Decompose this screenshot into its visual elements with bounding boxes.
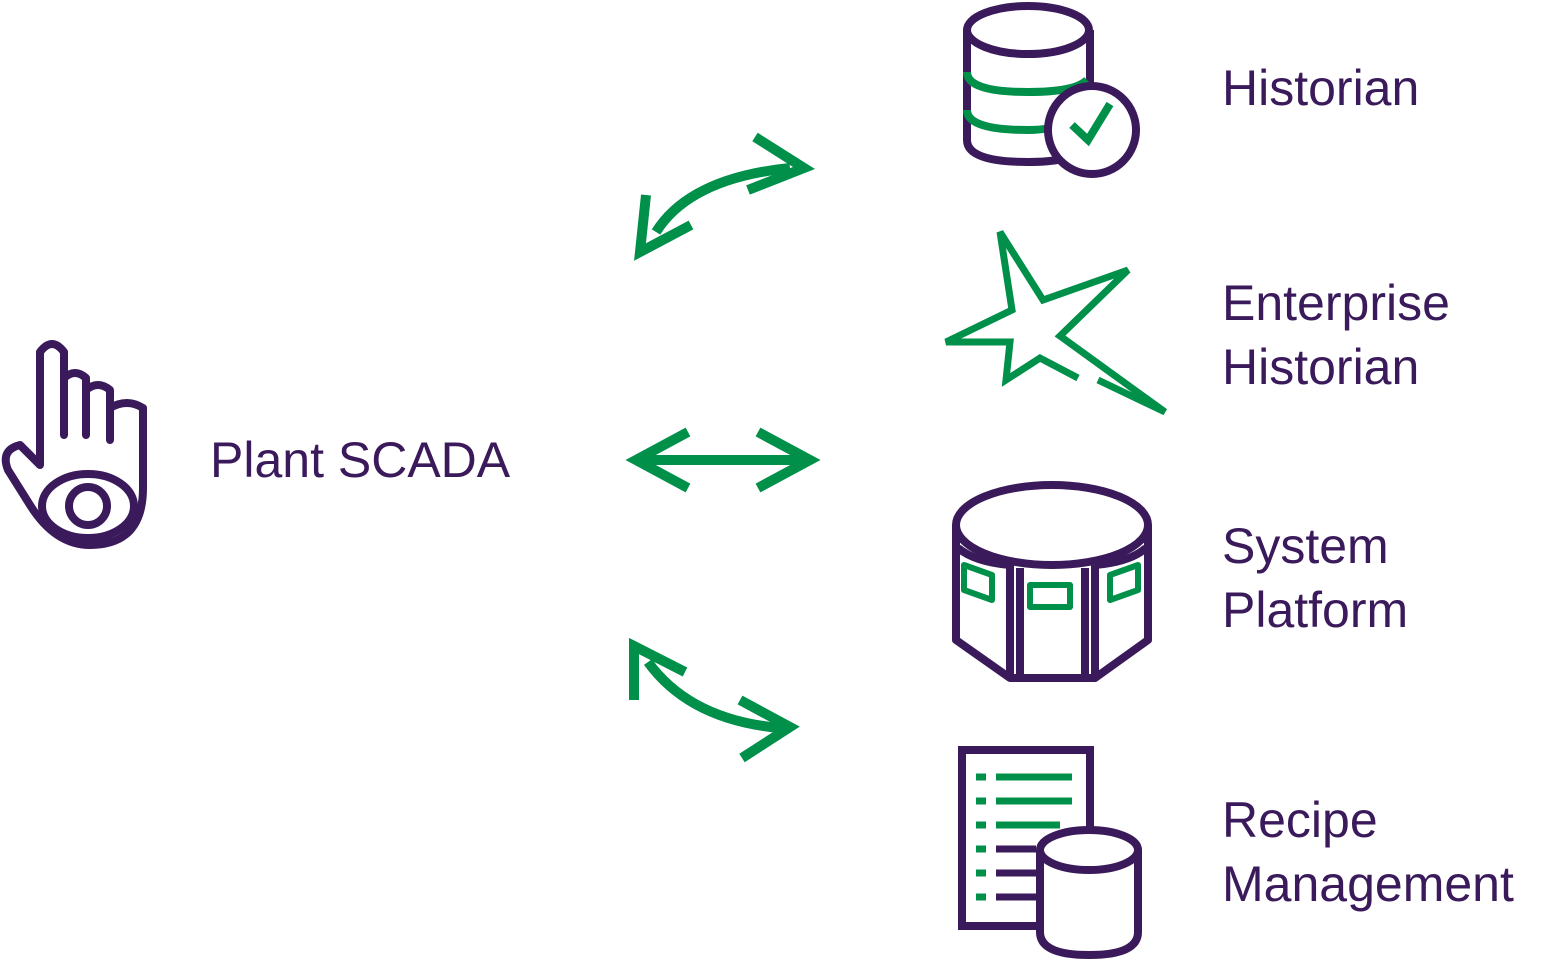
target-label-system-platform: System Platform — [1222, 514, 1408, 642]
recipe-database-icon — [958, 746, 1142, 960]
target-label-recipe-management: Recipe Management — [1222, 788, 1514, 916]
source-label: Plant SCADA — [210, 428, 510, 492]
target-label-line: Recipe — [1222, 792, 1378, 848]
target-label-line: System — [1222, 518, 1389, 574]
target-label-historian: Historian — [1222, 56, 1419, 120]
hand-eye-icon — [1, 340, 147, 549]
bidirectional-arrow-icon — [629, 637, 800, 763]
source-label-text: Plant SCADA — [210, 432, 511, 488]
target-label-line: Historian — [1222, 339, 1420, 395]
target-label-line: Platform — [1222, 582, 1409, 638]
bidirectional-arrow-icon — [634, 132, 816, 261]
target-label-enterprise-historian: Enterprise Historian — [1222, 271, 1450, 399]
target-label-line: Management — [1222, 856, 1514, 912]
database-check-icon — [963, 2, 1140, 178]
target-label-line: Enterprise — [1222, 275, 1450, 331]
bidirectional-arrow-icon — [625, 427, 821, 493]
platform-icon — [952, 481, 1152, 682]
target-label-line: Historian — [1222, 60, 1420, 116]
star-icon — [944, 230, 1168, 416]
